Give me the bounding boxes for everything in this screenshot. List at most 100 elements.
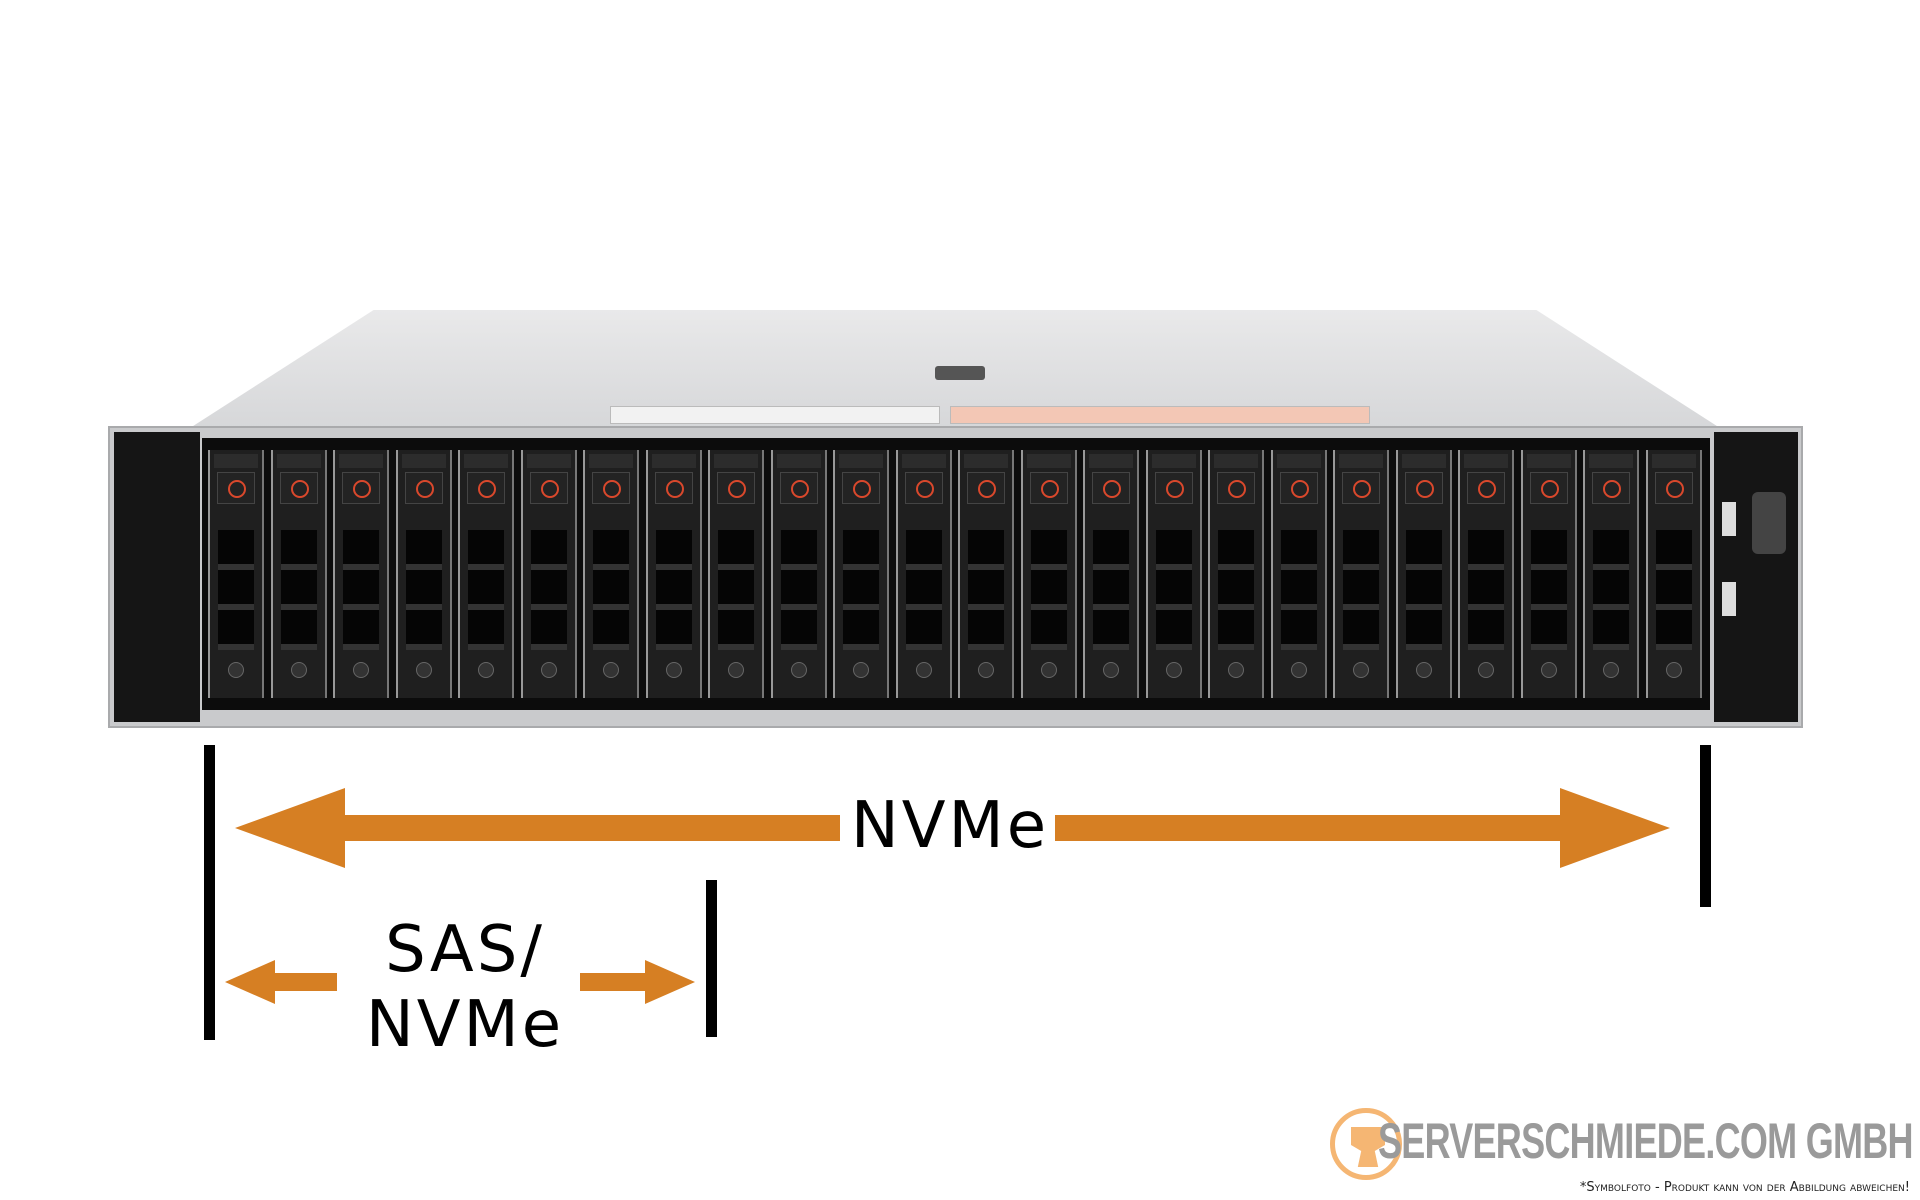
drive-latch — [290, 662, 307, 678]
drive-status-icons — [901, 454, 946, 468]
drive-release-button — [1404, 472, 1443, 504]
drive-latch — [1353, 662, 1369, 678]
drive-status-icons — [839, 454, 883, 468]
release-ring-icon — [1103, 480, 1121, 498]
drive-release-button — [467, 472, 505, 504]
sas-nvme-label: NVMe — [365, 988, 565, 1062]
sas-span-end-marker — [706, 880, 717, 1037]
drive-release-button — [279, 472, 318, 504]
span-end-marker — [1700, 745, 1711, 907]
drive-status-icons — [1651, 454, 1696, 468]
right-control-panel — [1714, 432, 1798, 722]
drive-vent-grill — [718, 530, 754, 650]
drive-release-button — [967, 472, 1005, 504]
drive-vent-grill — [218, 530, 254, 650]
drive-vent-grill — [780, 530, 817, 650]
release-ring-icon — [1665, 480, 1684, 498]
release-ring-icon — [790, 480, 809, 498]
drive-latch — [1478, 662, 1494, 678]
drive-status-icons — [589, 454, 633, 468]
drive-status-icons — [714, 454, 758, 468]
drive-vent-grill — [905, 530, 942, 650]
drive-status-icons — [1589, 454, 1633, 468]
drive-latch — [978, 662, 994, 678]
release-ring-icon — [353, 480, 371, 498]
drive-release-button — [1529, 472, 1568, 504]
drive-latch — [1290, 662, 1307, 678]
drive-vent-grill — [280, 530, 317, 650]
release-ring-icon — [1040, 480, 1059, 498]
release-ring-icon — [978, 480, 996, 498]
release-ring-icon — [415, 480, 434, 498]
drive-bay — [333, 450, 389, 698]
drive-status-icons — [776, 454, 821, 468]
drive-status-icons — [1464, 454, 1508, 468]
drive-bay — [458, 450, 514, 698]
drive-release-button — [1092, 472, 1130, 504]
release-ring-icon — [290, 480, 309, 498]
drive-latch — [1540, 662, 1557, 678]
logo-text: SERVERSCHMIEDE.COM GMBH — [1378, 1113, 1914, 1169]
drive-latch — [478, 662, 494, 678]
drive-status-icons — [339, 454, 383, 468]
drive-status-icons — [214, 454, 258, 468]
left-control-panel — [114, 432, 200, 722]
drive-vent-grill — [530, 530, 567, 650]
drive-latch — [1415, 662, 1432, 678]
sas-label: SAS/ — [385, 913, 545, 987]
drive-bay — [1020, 450, 1077, 698]
release-ring-icon — [1290, 480, 1309, 498]
drive-release-button — [1342, 472, 1380, 504]
drive-bay — [770, 450, 827, 698]
drive-vent-grill — [405, 530, 442, 650]
span-start-marker — [204, 745, 215, 1040]
drive-bay — [958, 450, 1014, 698]
usb-port — [1722, 582, 1736, 616]
drive-latch — [540, 662, 557, 678]
disclaimer: *Symbolfoto - Produkt kann von der Abbil… — [1579, 1180, 1910, 1195]
drive-vent-grill — [593, 530, 629, 650]
drive-release-button — [1592, 472, 1630, 504]
drive-status-icons — [1339, 454, 1383, 468]
company-logo: SERVERSCHMIEDE.COM GMBH — [1330, 1108, 1914, 1180]
drive-release-button — [1217, 472, 1255, 504]
drive-vent-grill — [1593, 530, 1629, 650]
drive-bay — [895, 450, 952, 698]
release-ring-icon — [1353, 480, 1371, 498]
drive-latch — [1040, 662, 1057, 678]
drive-release-button — [342, 472, 380, 504]
drive-status-icons — [1276, 454, 1321, 468]
drive-latch — [853, 662, 869, 678]
release-ring-icon — [228, 480, 246, 498]
drive-status-icons — [526, 454, 571, 468]
release-ring-icon — [665, 480, 684, 498]
drive-latch — [1603, 662, 1619, 678]
drive-latch — [1228, 662, 1244, 678]
drive-status-icons — [401, 454, 446, 468]
drive-release-button — [592, 472, 630, 504]
drive-release-button — [1654, 472, 1693, 504]
drive-status-icons — [276, 454, 321, 468]
drive-latch — [603, 662, 619, 678]
drive-status-icons — [464, 454, 508, 468]
drive-vent-grill — [1218, 530, 1254, 650]
drive-vent-grill — [1405, 530, 1442, 650]
drive-bay — [395, 450, 452, 698]
release-ring-icon — [853, 480, 871, 498]
release-ring-icon — [1478, 480, 1496, 498]
drive-release-button — [842, 472, 880, 504]
drive-bay — [1145, 450, 1202, 698]
nvme-arrow-left — [340, 815, 840, 841]
drive-bay — [208, 450, 264, 698]
drive-latch — [728, 662, 744, 678]
lid-latch — [935, 366, 985, 380]
nvme-label: NVMe — [850, 789, 1050, 863]
sas-arrow-left — [272, 973, 337, 991]
nvme-arrow-right — [1055, 815, 1565, 841]
drive-bay — [520, 450, 577, 698]
drive-vent-grill — [1530, 530, 1567, 650]
arrow-right-head — [645, 960, 695, 1004]
drive-vent-grill — [1655, 530, 1692, 650]
arrow-left-head — [225, 960, 275, 1004]
drive-bay — [1520, 450, 1577, 698]
